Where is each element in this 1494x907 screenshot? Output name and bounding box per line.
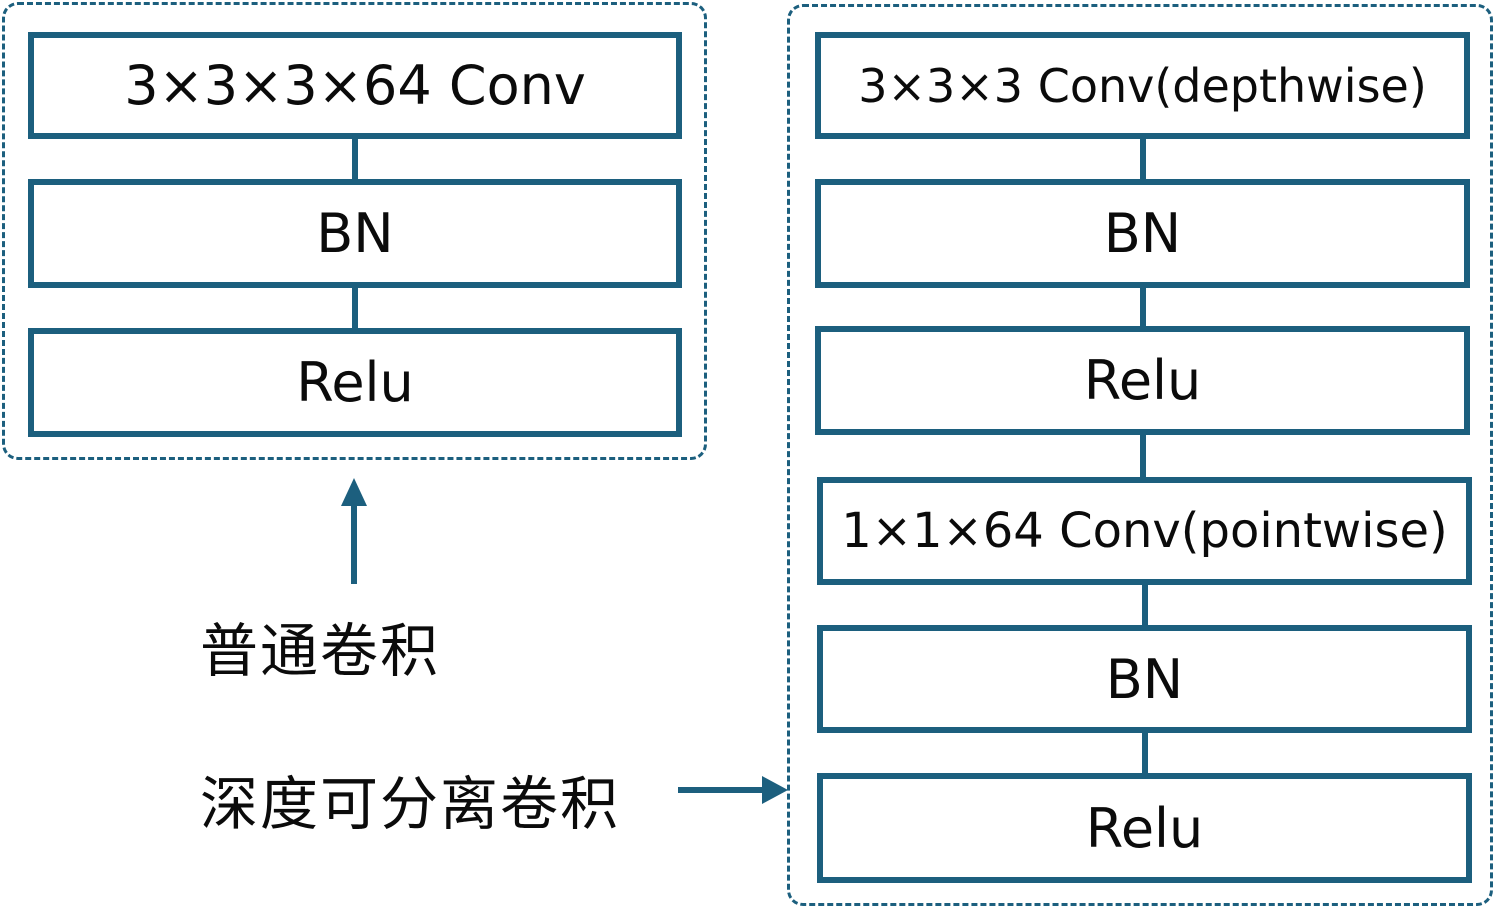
right-arrow-icon: [678, 776, 788, 804]
depthwise-connector: [1142, 585, 1148, 627]
depthwise-connector: [1140, 139, 1146, 181]
standard-relu-layer: Relu: [28, 328, 682, 437]
standard-conv-caption: 普通卷积: [200, 617, 441, 685]
depthwise-connector: [1140, 435, 1146, 479]
standard-conv-group: [2, 2, 707, 460]
standard-connector: [352, 288, 358, 330]
standard-conv-layer: 3×3×3×64 Conv: [28, 32, 682, 139]
standard-connector: [352, 139, 358, 181]
depthwise-connector: [1140, 288, 1146, 328]
depthwise-separable-caption: 深度可分离卷积: [200, 770, 621, 838]
pointwise-relu-layer: Relu: [817, 773, 1472, 883]
depthwise-bn-layer: BN: [815, 179, 1470, 288]
depthwise-separable-group: [787, 4, 1493, 906]
pointwise-bn-layer: BN: [817, 625, 1472, 733]
up-arrow-icon: [341, 478, 367, 584]
depthwise-connector: [1142, 733, 1148, 775]
standard-bn-layer: BN: [28, 179, 682, 288]
depthwise-relu-layer: Relu: [815, 326, 1470, 435]
depthwise-conv-layer: 3×3×3 Conv(depthwise): [815, 32, 1470, 139]
pointwise-conv-layer: 1×1×64 Conv(pointwise): [817, 477, 1472, 585]
